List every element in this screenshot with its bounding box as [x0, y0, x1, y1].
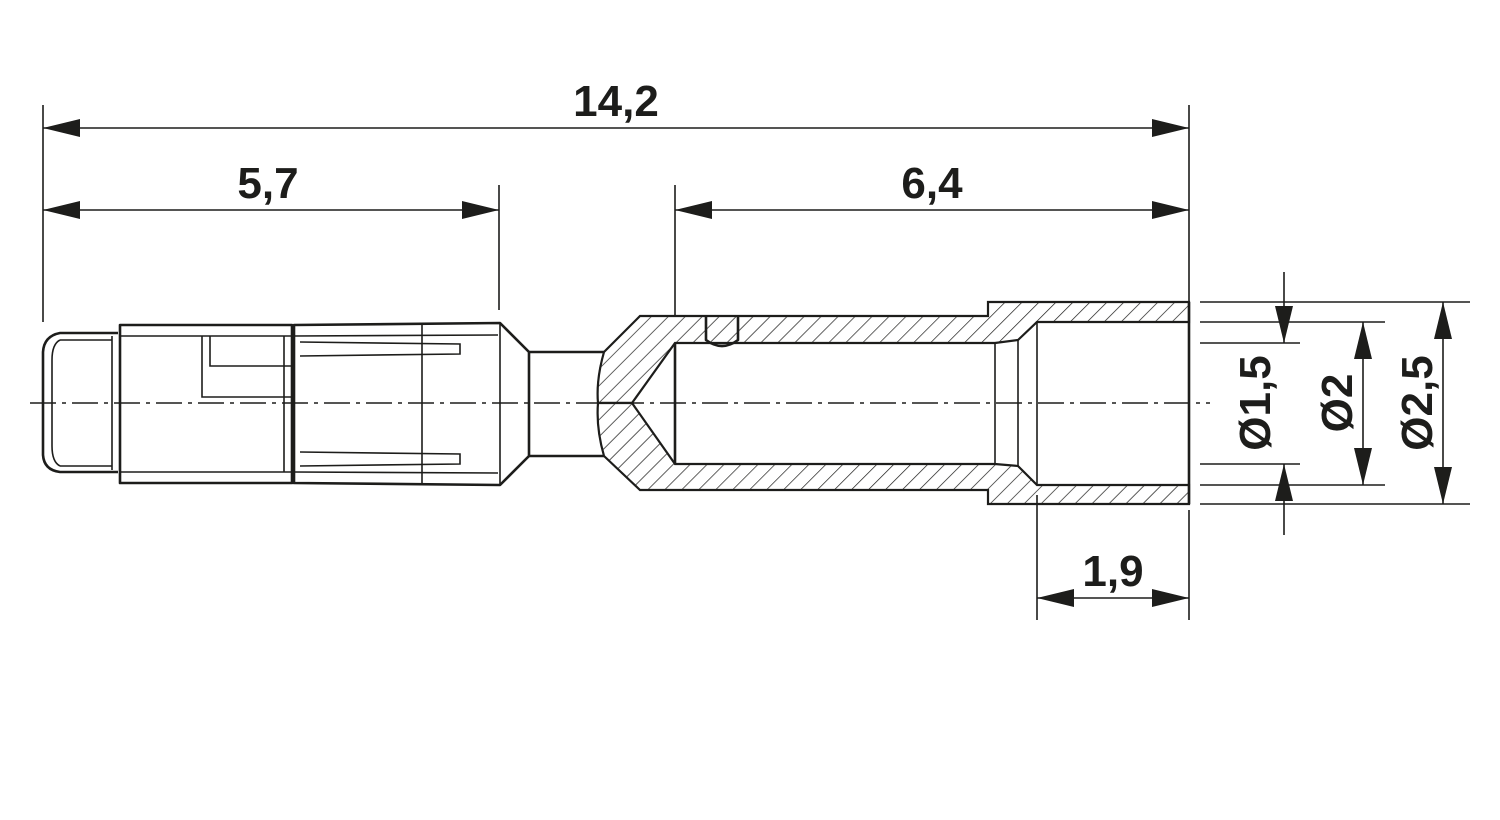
overall-length-label: 14,2	[573, 77, 659, 126]
dimension-left-section: 5,7	[43, 159, 500, 310]
contact-rear-body	[41, 321, 531, 487]
right-section-length-label: 6,4	[901, 159, 963, 208]
left-section-length-label: 5,7	[237, 159, 298, 208]
dimension-inner-diameter: Ø1,5	[1231, 272, 1293, 535]
contact-neck	[529, 350, 605, 458]
bore-depth-label: 1,9	[1082, 547, 1143, 596]
dimension-mid-diameter: Ø2	[1313, 322, 1372, 485]
dimension-outer-diameter: Ø2,5	[1393, 302, 1452, 504]
dimension-overall-length: 14,2	[42, 77, 1190, 322]
inner-diameter-label: Ø1,5	[1231, 355, 1280, 450]
diameter-extension-lines	[1200, 301, 1470, 505]
dimension-bore-depth: 1,9	[1036, 495, 1190, 620]
outer-diameter-label: Ø2,5	[1393, 355, 1442, 450]
mid-diameter-label: Ø2	[1313, 374, 1362, 433]
dimension-right-section: 6,4	[674, 159, 1189, 318]
contact-socket-section	[596, 300, 1191, 506]
